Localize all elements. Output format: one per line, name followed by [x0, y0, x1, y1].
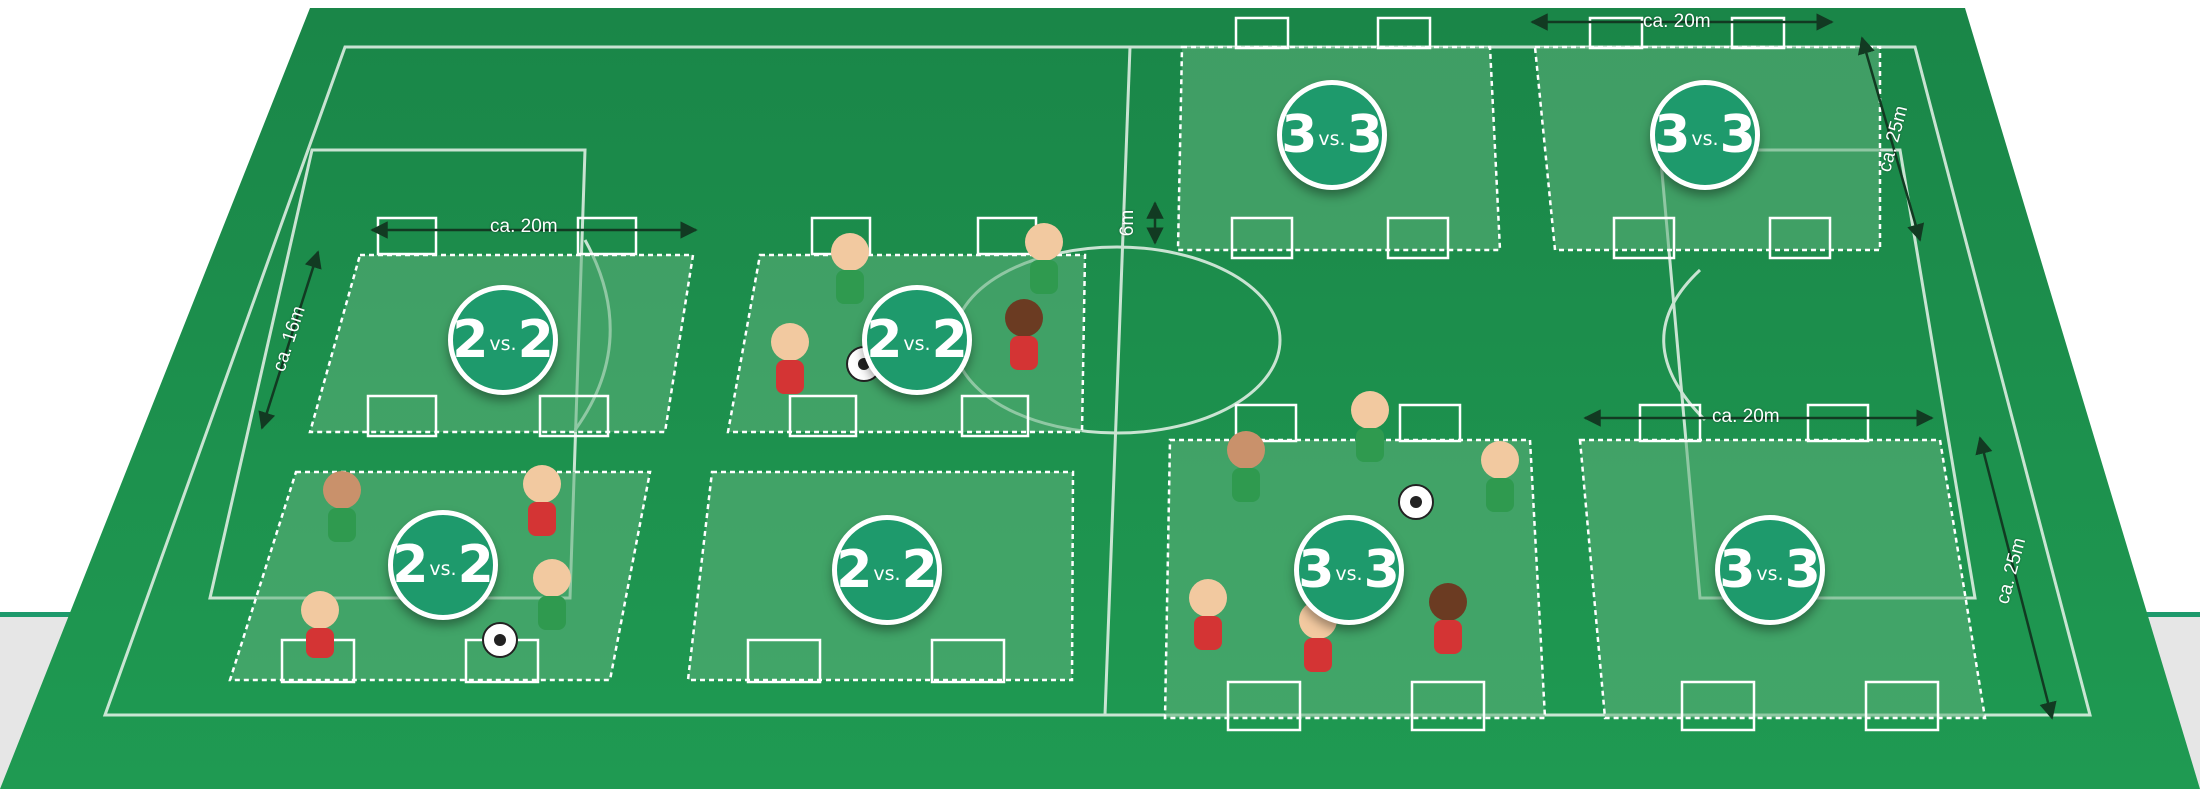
label-width-3v3-bottom: ca. 20m	[1712, 406, 1780, 428]
vs-label: vs.	[429, 550, 456, 580]
ball-icon	[1399, 485, 1433, 519]
away-count: 3	[1785, 544, 1821, 596]
vs-label: vs.	[1318, 120, 1345, 150]
vs-label: vs.	[489, 325, 516, 355]
home-count: 2	[836, 544, 872, 596]
away-count: 2	[902, 544, 938, 596]
vs-label: vs.	[873, 555, 900, 585]
home-count: 3	[1719, 544, 1755, 596]
ball-icon	[483, 623, 517, 657]
vs-label: vs.	[903, 325, 930, 355]
home-count: 3	[1281, 109, 1317, 161]
vs-label: vs.	[1335, 555, 1362, 585]
away-count: 3	[1364, 544, 1400, 596]
away-count: 2	[932, 314, 968, 366]
home-count: 2	[392, 539, 428, 591]
vs-label: vs.	[1756, 555, 1783, 585]
away-count: 3	[1720, 109, 1756, 161]
home-count: 3	[1654, 109, 1690, 161]
home-count: 3	[1298, 544, 1334, 596]
away-count: 2	[458, 539, 494, 591]
label-gap: 6m	[1117, 210, 1139, 236]
away-count: 2	[518, 314, 554, 366]
vs-label: vs.	[1691, 120, 1718, 150]
away-count: 3	[1347, 109, 1383, 161]
label-width-2v2: ca. 20m	[490, 216, 558, 238]
home-count: 2	[452, 314, 488, 366]
label-width-3v3-top: ca. 20m	[1643, 11, 1711, 33]
home-count: 2	[866, 314, 902, 366]
